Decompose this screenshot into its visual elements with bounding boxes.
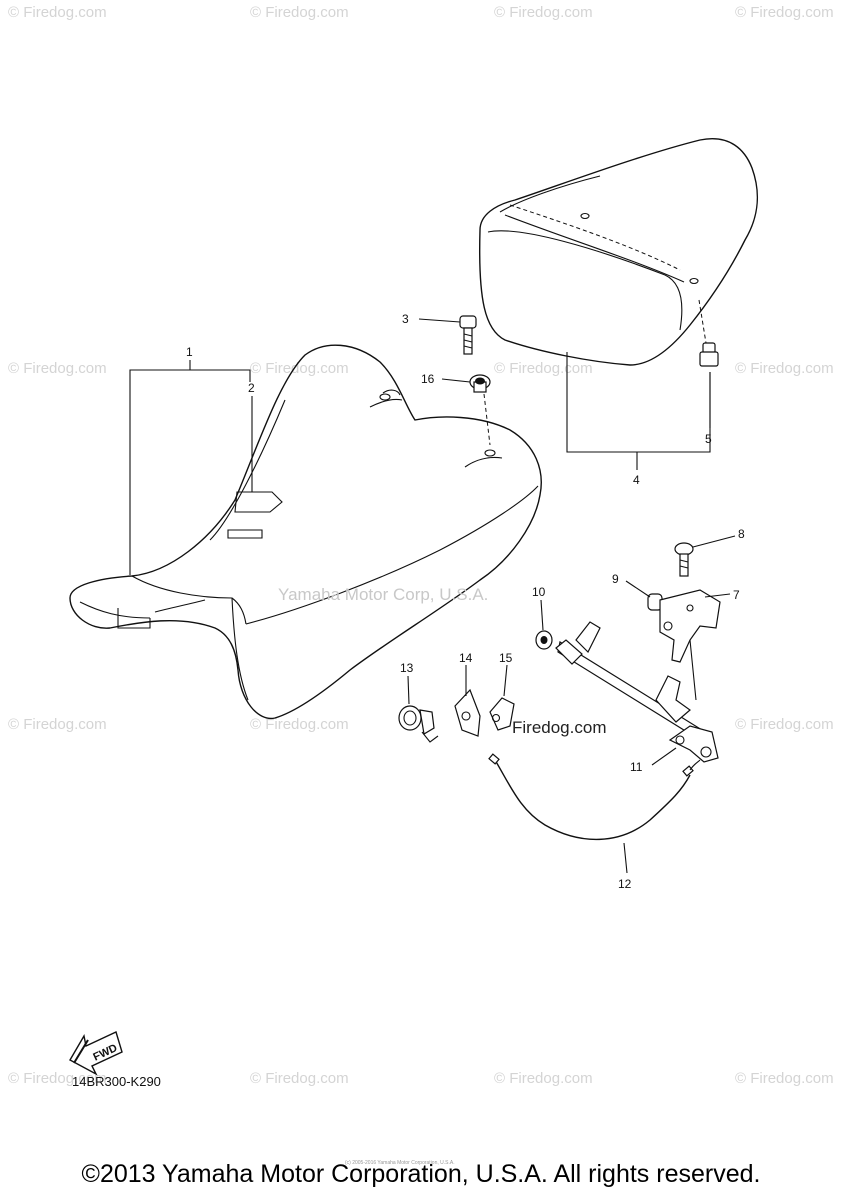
plate-14[interactable] (454, 688, 481, 737)
front-seat[interactable] (69, 344, 542, 720)
watermark: © Firedog.com (250, 4, 349, 21)
callout-8: 8 (738, 527, 745, 541)
watermark: © Firedog.com (494, 1070, 593, 1087)
watermark: © Firedog.com (8, 4, 107, 21)
watermark: © Firedog.com (735, 360, 834, 377)
watermark: © Firedog.com (494, 360, 593, 377)
watermark: © Firedog.com (8, 360, 107, 377)
callout-12: 12 (618, 877, 632, 891)
callout-7: 7 (733, 588, 740, 602)
watermark: © Firedog.com (735, 4, 834, 21)
watermark: © Firedog.com (735, 1070, 834, 1087)
lock-cylinder-13[interactable] (398, 705, 439, 743)
watermark-link[interactable]: Firedog.com (512, 718, 607, 737)
copyright-notice: ©2013 Yamaha Motor Corporation, U.S.A. A… (81, 1160, 761, 1188)
callout-3: 3 (402, 312, 409, 326)
damper-16[interactable] (469, 374, 491, 393)
callout-15: 15 (499, 651, 513, 665)
diagram-code: 14BR300-K290 (72, 1074, 161, 1089)
watermark: © Firedog.com (250, 1070, 349, 1087)
callout-13: 13 (400, 661, 414, 675)
callout-2: 2 (248, 381, 255, 395)
clip-15[interactable] (489, 697, 515, 731)
fwd-arrow-icon: FWD (69, 1031, 123, 1076)
callout-14: 14 (459, 651, 473, 665)
callout-bracket-4 (566, 352, 711, 453)
seat-lock-shaft[interactable] (555, 621, 719, 763)
bolt-3[interactable] (459, 315, 477, 355)
watermark: © Firedog.com (494, 4, 593, 21)
callout-16: 16 (421, 372, 435, 386)
callout-9: 9 (612, 572, 619, 586)
callout-10: 10 (532, 585, 546, 599)
cable-12[interactable] (488, 753, 701, 841)
callout-11: 11 (630, 760, 643, 774)
fine-print: (c) 2005-2016 Yamaha Motor Corporation, … (345, 1160, 455, 1166)
watermark-center: Yamaha Motor Corp, U.S.A. (278, 585, 489, 604)
callout-bracket-1 (129, 369, 251, 575)
rear-seat[interactable] (478, 138, 759, 366)
collar-10[interactable] (535, 630, 553, 650)
watermark: © Firedog.com (8, 1070, 107, 1087)
callout-1: 1 (186, 345, 193, 359)
watermark: © Firedog.com (8, 716, 107, 733)
callout-4: 4 (633, 473, 640, 487)
damper-5[interactable] (699, 342, 719, 367)
watermark: © Firedog.com (735, 716, 834, 733)
callout-5: 5 (705, 432, 712, 446)
watermark: © Firedog.com (250, 360, 349, 377)
watermark: © Firedog.com (250, 716, 349, 733)
bolt-8[interactable] (674, 542, 694, 577)
lock-hook-7[interactable] (659, 589, 721, 663)
